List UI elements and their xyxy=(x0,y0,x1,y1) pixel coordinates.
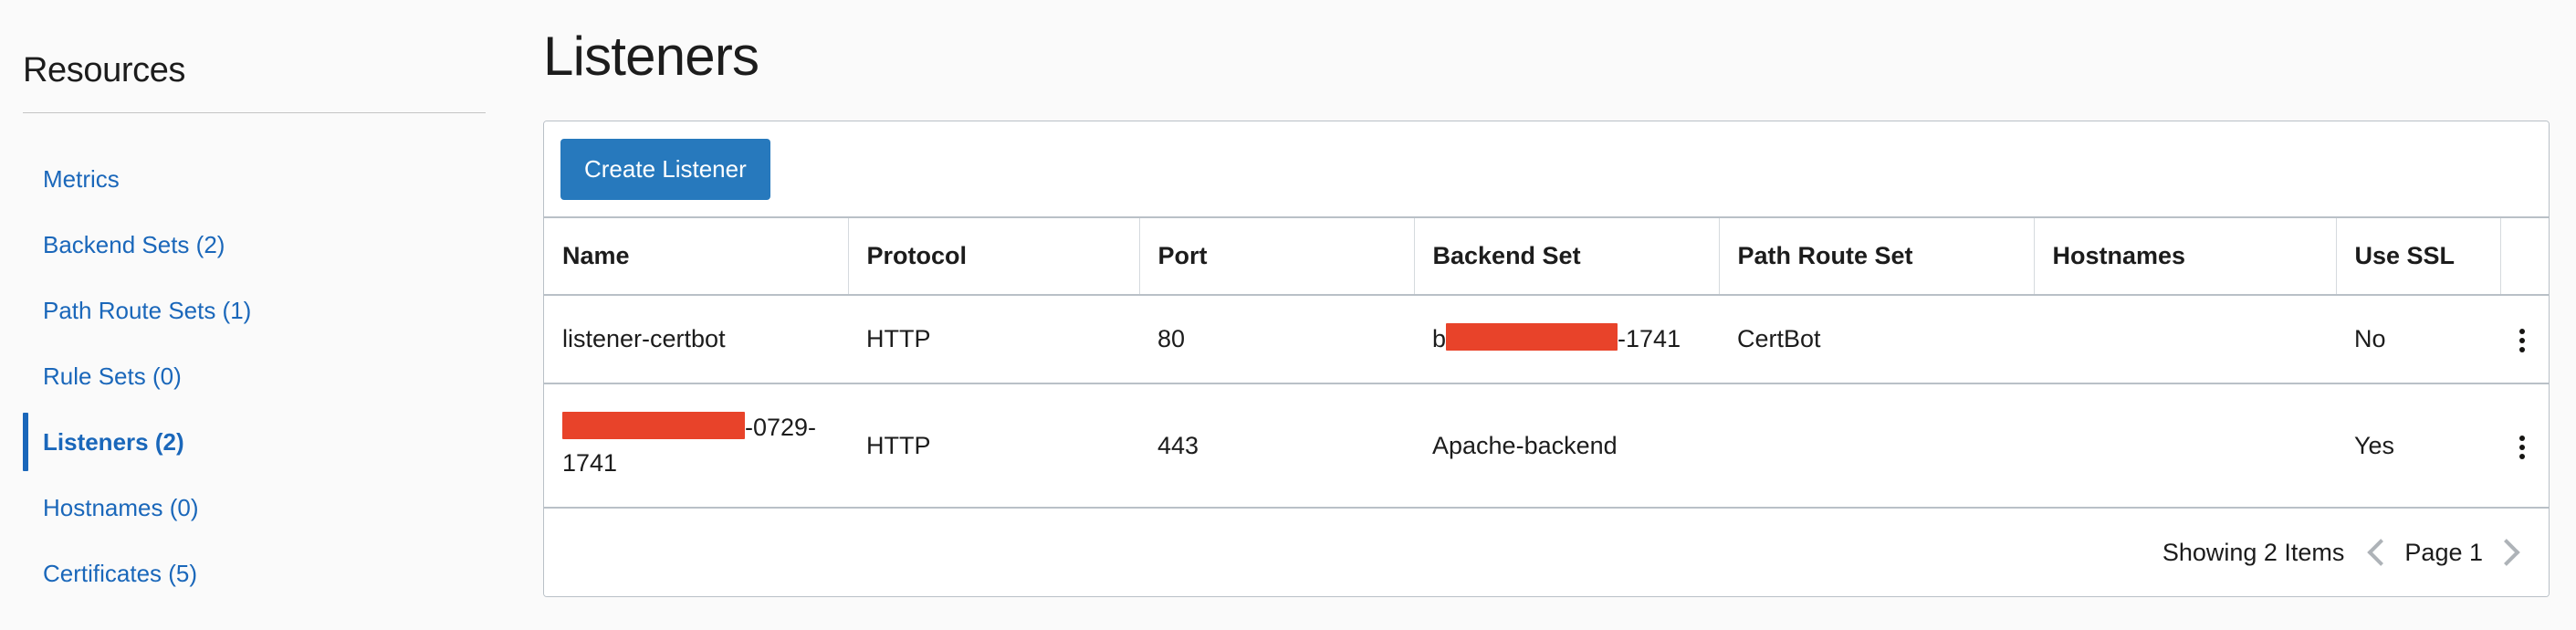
sidebar-item-label: Backend Sets (2) xyxy=(43,231,225,258)
cell-actions xyxy=(2500,295,2549,385)
cell-hostnames xyxy=(2034,295,2336,385)
cell-path-route-set xyxy=(1719,383,2034,509)
sidebar-item-label: Certificates (5) xyxy=(43,560,198,587)
sidebar-item-rule-sets[interactable]: Rule Sets (0) xyxy=(23,343,488,409)
listeners-table: Name Protocol Port Backend Set Path Rout… xyxy=(544,216,2549,509)
sidebar-item-label: Rule Sets (0) xyxy=(43,362,182,390)
column-header-protocol[interactable]: Protocol xyxy=(847,216,1139,296)
column-header-path-route-set[interactable]: Path Route Set xyxy=(1718,216,2034,296)
cell-hostnames xyxy=(2034,383,2336,509)
sidebar-title: Resources xyxy=(23,51,186,89)
sidebar-divider xyxy=(23,112,486,113)
card-toolbar: Create Listener xyxy=(544,121,2549,216)
kebab-dot xyxy=(2519,346,2525,352)
column-header-actions xyxy=(2499,216,2549,296)
column-header-backend-set[interactable]: Backend Set xyxy=(1413,216,1719,296)
cell-backend-set: b -1741 xyxy=(1414,295,1719,385)
column-header-port[interactable]: Port xyxy=(1138,216,1414,296)
listener-name-text: listener-certbot xyxy=(562,325,726,352)
sidebar-item-path-route-sets[interactable]: Path Route Sets (1) xyxy=(23,278,488,343)
column-header-name[interactable]: Name xyxy=(544,216,848,296)
cell-path-route-set: CertBot xyxy=(1719,295,2034,385)
cell-backend-set: Apache-backend xyxy=(1414,383,1719,509)
cell-use-ssl: Yes xyxy=(2336,383,2500,509)
cell-port: 443 xyxy=(1139,383,1414,509)
sidebar-item-label: Hostnames (0) xyxy=(43,494,199,521)
cell-port: 80 xyxy=(1139,295,1414,385)
cell-name: -0729-1741 xyxy=(544,383,848,509)
sidebar-item-listeners[interactable]: Listeners (2) xyxy=(23,409,488,475)
kebab-dot xyxy=(2519,337,2525,343)
backend-set-text: Apache-backend xyxy=(1432,431,1618,459)
sidebar-item-hostnames[interactable]: Hostnames (0) xyxy=(23,475,488,541)
sidebar-item-metrics[interactable]: Metrics xyxy=(23,146,488,212)
create-listener-button[interactable]: Create Listener xyxy=(560,138,770,200)
cell-protocol: HTTP xyxy=(848,383,1139,509)
sidebar-item-label: Listeners (2) xyxy=(43,428,184,456)
kebab-menu-icon[interactable] xyxy=(2510,435,2534,459)
listeners-card: Create Listener Name Protocol xyxy=(543,121,2550,598)
chevron-left-icon[interactable] xyxy=(2368,535,2388,570)
kebab-dot xyxy=(2519,435,2525,441)
backend-set-prefix: b xyxy=(1432,325,1447,352)
resources-sidebar: Resources Metrics Backend Sets (2) Path … xyxy=(0,0,543,630)
sidebar-item-label: Path Route Sets (1) xyxy=(43,297,252,324)
table-header: Name Protocol Port Backend Set Path Rout… xyxy=(544,216,2549,296)
sidebar-nav: Metrics Backend Sets (2) Path Route Sets… xyxy=(23,146,488,606)
table-footer: Showing 2 Items Page 1 xyxy=(544,509,2549,597)
cell-use-ssl: No xyxy=(2336,295,2500,385)
table-header-row: Name Protocol Port Backend Set Path Rout… xyxy=(544,216,2549,296)
main-content: Listeners Create Listener xyxy=(543,0,2576,630)
sidebar-item-certificates[interactable]: Certificates (5) xyxy=(23,541,488,606)
redaction-bar xyxy=(1446,323,1618,351)
cell-name: listener-certbot xyxy=(544,295,848,385)
table-row[interactable]: -0729-1741 HTTP 443 Apache-backend Yes xyxy=(544,383,2549,509)
cell-protocol: HTTP xyxy=(848,295,1139,385)
redaction-bar xyxy=(562,412,745,440)
page-number-label: Page 1 xyxy=(2404,538,2483,566)
backend-set-suffix: -1741 xyxy=(1618,325,1681,352)
pagination: Page 1 xyxy=(2368,535,2519,570)
kebab-dot xyxy=(2519,328,2525,334)
kebab-menu-icon[interactable] xyxy=(2510,328,2534,352)
chevron-right-icon[interactable] xyxy=(2499,535,2519,570)
sidebar-item-backend-sets[interactable]: Backend Sets (2) xyxy=(23,212,488,278)
kebab-dot xyxy=(2519,444,2525,450)
showing-items-label: Showing 2 Items xyxy=(2162,538,2345,566)
page-title: Listeners xyxy=(543,26,759,87)
column-header-hostnames[interactable]: Hostnames xyxy=(2033,216,2336,296)
table-row[interactable]: listener-certbot HTTP 80 b-1741 CertBot … xyxy=(544,295,2549,385)
column-header-use-ssl[interactable]: Use SSL xyxy=(2335,216,2500,296)
cell-actions xyxy=(2500,383,2549,509)
listener-name-suffix: -0729-1741 xyxy=(562,414,817,478)
table-body: listener-certbot HTTP 80 b-1741 CertBot … xyxy=(544,295,2549,509)
sidebar-item-label: Metrics xyxy=(43,165,120,193)
kebab-dot xyxy=(2519,453,2525,459)
